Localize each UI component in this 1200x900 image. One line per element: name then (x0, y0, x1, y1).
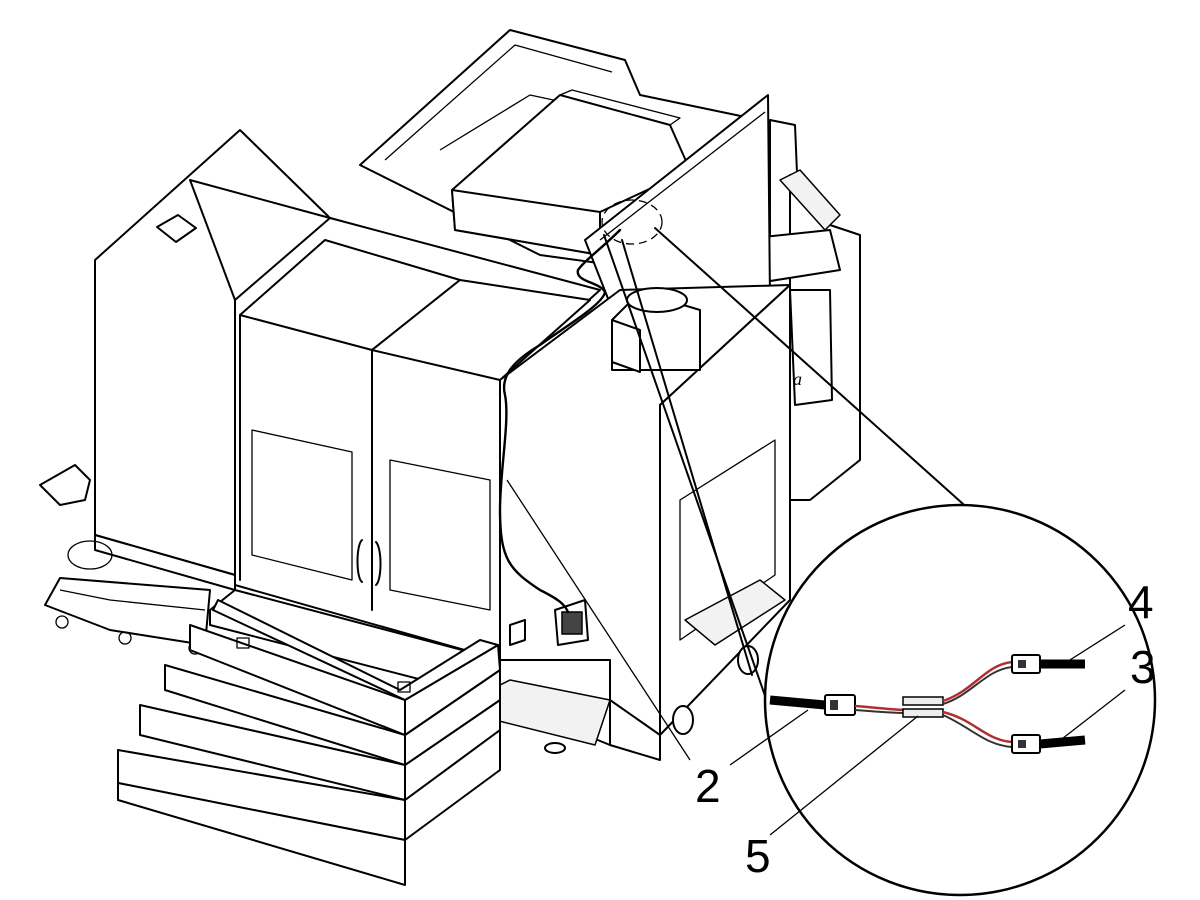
cable-route (498, 228, 622, 614)
splice-sleeve (902, 696, 944, 706)
callout-leaders (506, 479, 1126, 836)
control-pendant (509, 599, 589, 646)
callout-5: 5 (745, 830, 771, 882)
callout-2: 2 (695, 760, 721, 812)
zoom-leader (601, 199, 1021, 711)
detail-inset (763, 503, 1157, 897)
front-doors (234, 217, 601, 661)
svg-text:a: a (793, 369, 802, 389)
connector-main (824, 694, 856, 716)
base-platform (209, 579, 786, 761)
callout-3: 3 (1130, 641, 1156, 693)
stairs (117, 599, 501, 886)
callout-4: 4 (1128, 576, 1154, 628)
chip-conveyor (39, 464, 211, 655)
